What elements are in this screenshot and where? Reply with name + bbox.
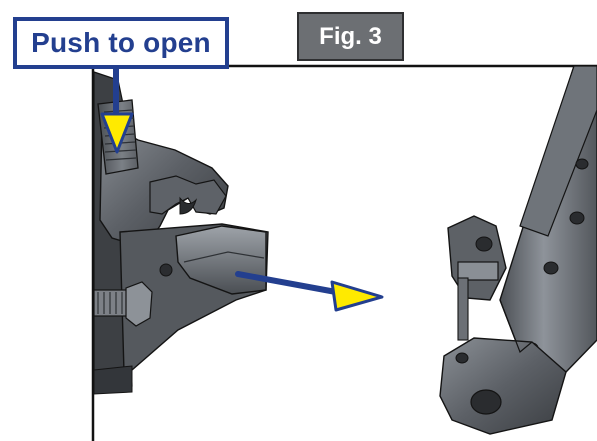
pull-arrow	[235, 271, 384, 312]
hinge-rail	[439, 65, 597, 435]
latch-mechanism	[93, 71, 269, 395]
figure-label-tab: Fig. 3	[297, 12, 404, 61]
push-to-open-callout: Push to open	[13, 17, 229, 69]
push-arrow	[100, 69, 134, 154]
